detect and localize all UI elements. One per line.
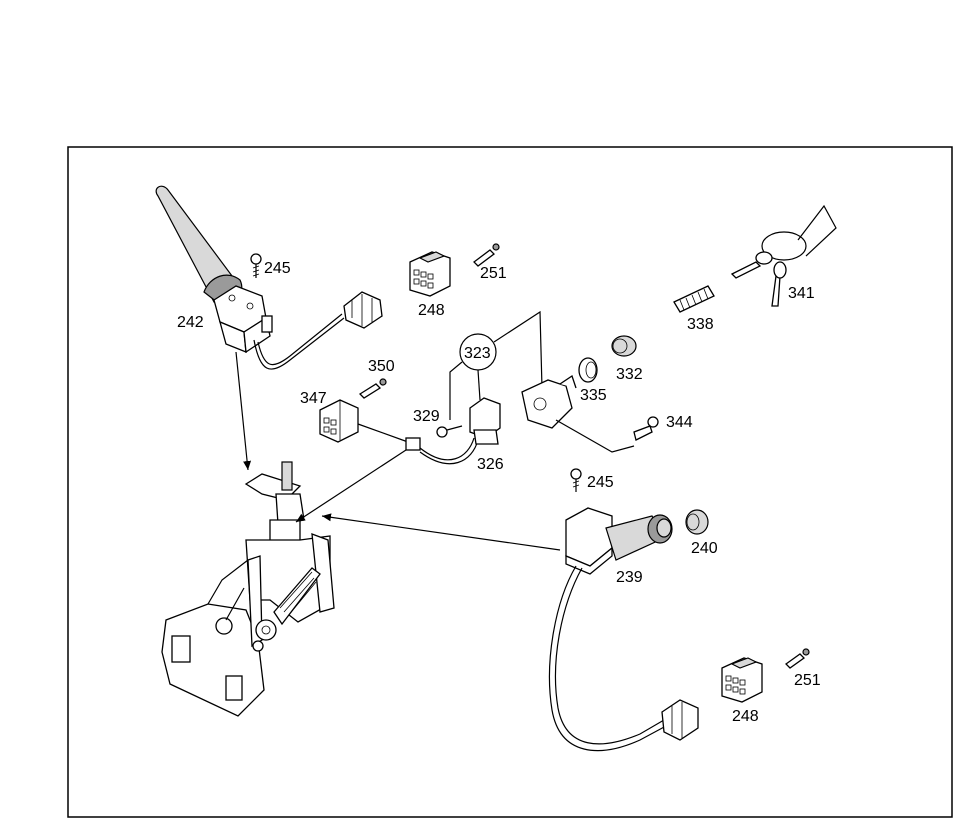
label-350: 350 — [368, 358, 395, 375]
label-240: 240 — [691, 540, 718, 557]
diagram-frame — [67, 146, 953, 818]
label-251-top: 251 — [480, 265, 507, 282]
part-335-sleeve — [578, 357, 598, 383]
label-347: 347 — [300, 390, 327, 407]
label-335: 335 — [580, 387, 607, 404]
part-240-cap — [685, 509, 709, 535]
part-332-cap — [611, 335, 637, 357]
arrow-239-to-column — [321, 513, 561, 551]
arrow-harness-to-column — [295, 449, 407, 523]
label-248-bottom: 248 — [732, 708, 759, 725]
part-338-spring — [673, 285, 715, 313]
label-251-bottom: 251 — [794, 672, 821, 689]
part-341-keys — [730, 204, 837, 307]
part-251-pin-top — [473, 243, 500, 267]
part-239-wiper-switch — [548, 507, 699, 752]
part-344-screw — [633, 416, 659, 441]
part-242-lever-switch — [155, 185, 383, 370]
label-242: 242 — [177, 314, 204, 331]
label-344: 344 — [666, 414, 693, 431]
label-332: 332 — [616, 366, 643, 383]
label-239: 239 — [616, 569, 643, 586]
part-329-screw — [436, 425, 463, 438]
callout-323-group — [449, 310, 543, 420]
label-245-top: 245 — [264, 260, 291, 277]
label-326: 326 — [477, 456, 504, 473]
part-harness-326 — [357, 397, 501, 465]
arrow-242-to-column — [235, 351, 252, 471]
label-338: 338 — [687, 316, 714, 333]
label-248-top: 248 — [418, 302, 445, 319]
part-350-pin — [358, 378, 387, 399]
part-lock-housing — [521, 374, 635, 453]
label-341: 341 — [788, 285, 815, 302]
label-245-middle: 245 — [587, 474, 614, 491]
label-323: 323 — [464, 345, 491, 362]
part-245-screw-top — [250, 253, 262, 278]
label-329: 329 — [413, 408, 440, 425]
part-248-connector-bottom — [721, 657, 763, 703]
part-251-pin-bottom — [784, 648, 810, 669]
part-347-connector — [319, 399, 359, 443]
part-248-connector-top — [409, 251, 451, 297]
part-steering-column-assembly — [161, 461, 335, 717]
part-245-screw-middle — [570, 468, 582, 492]
